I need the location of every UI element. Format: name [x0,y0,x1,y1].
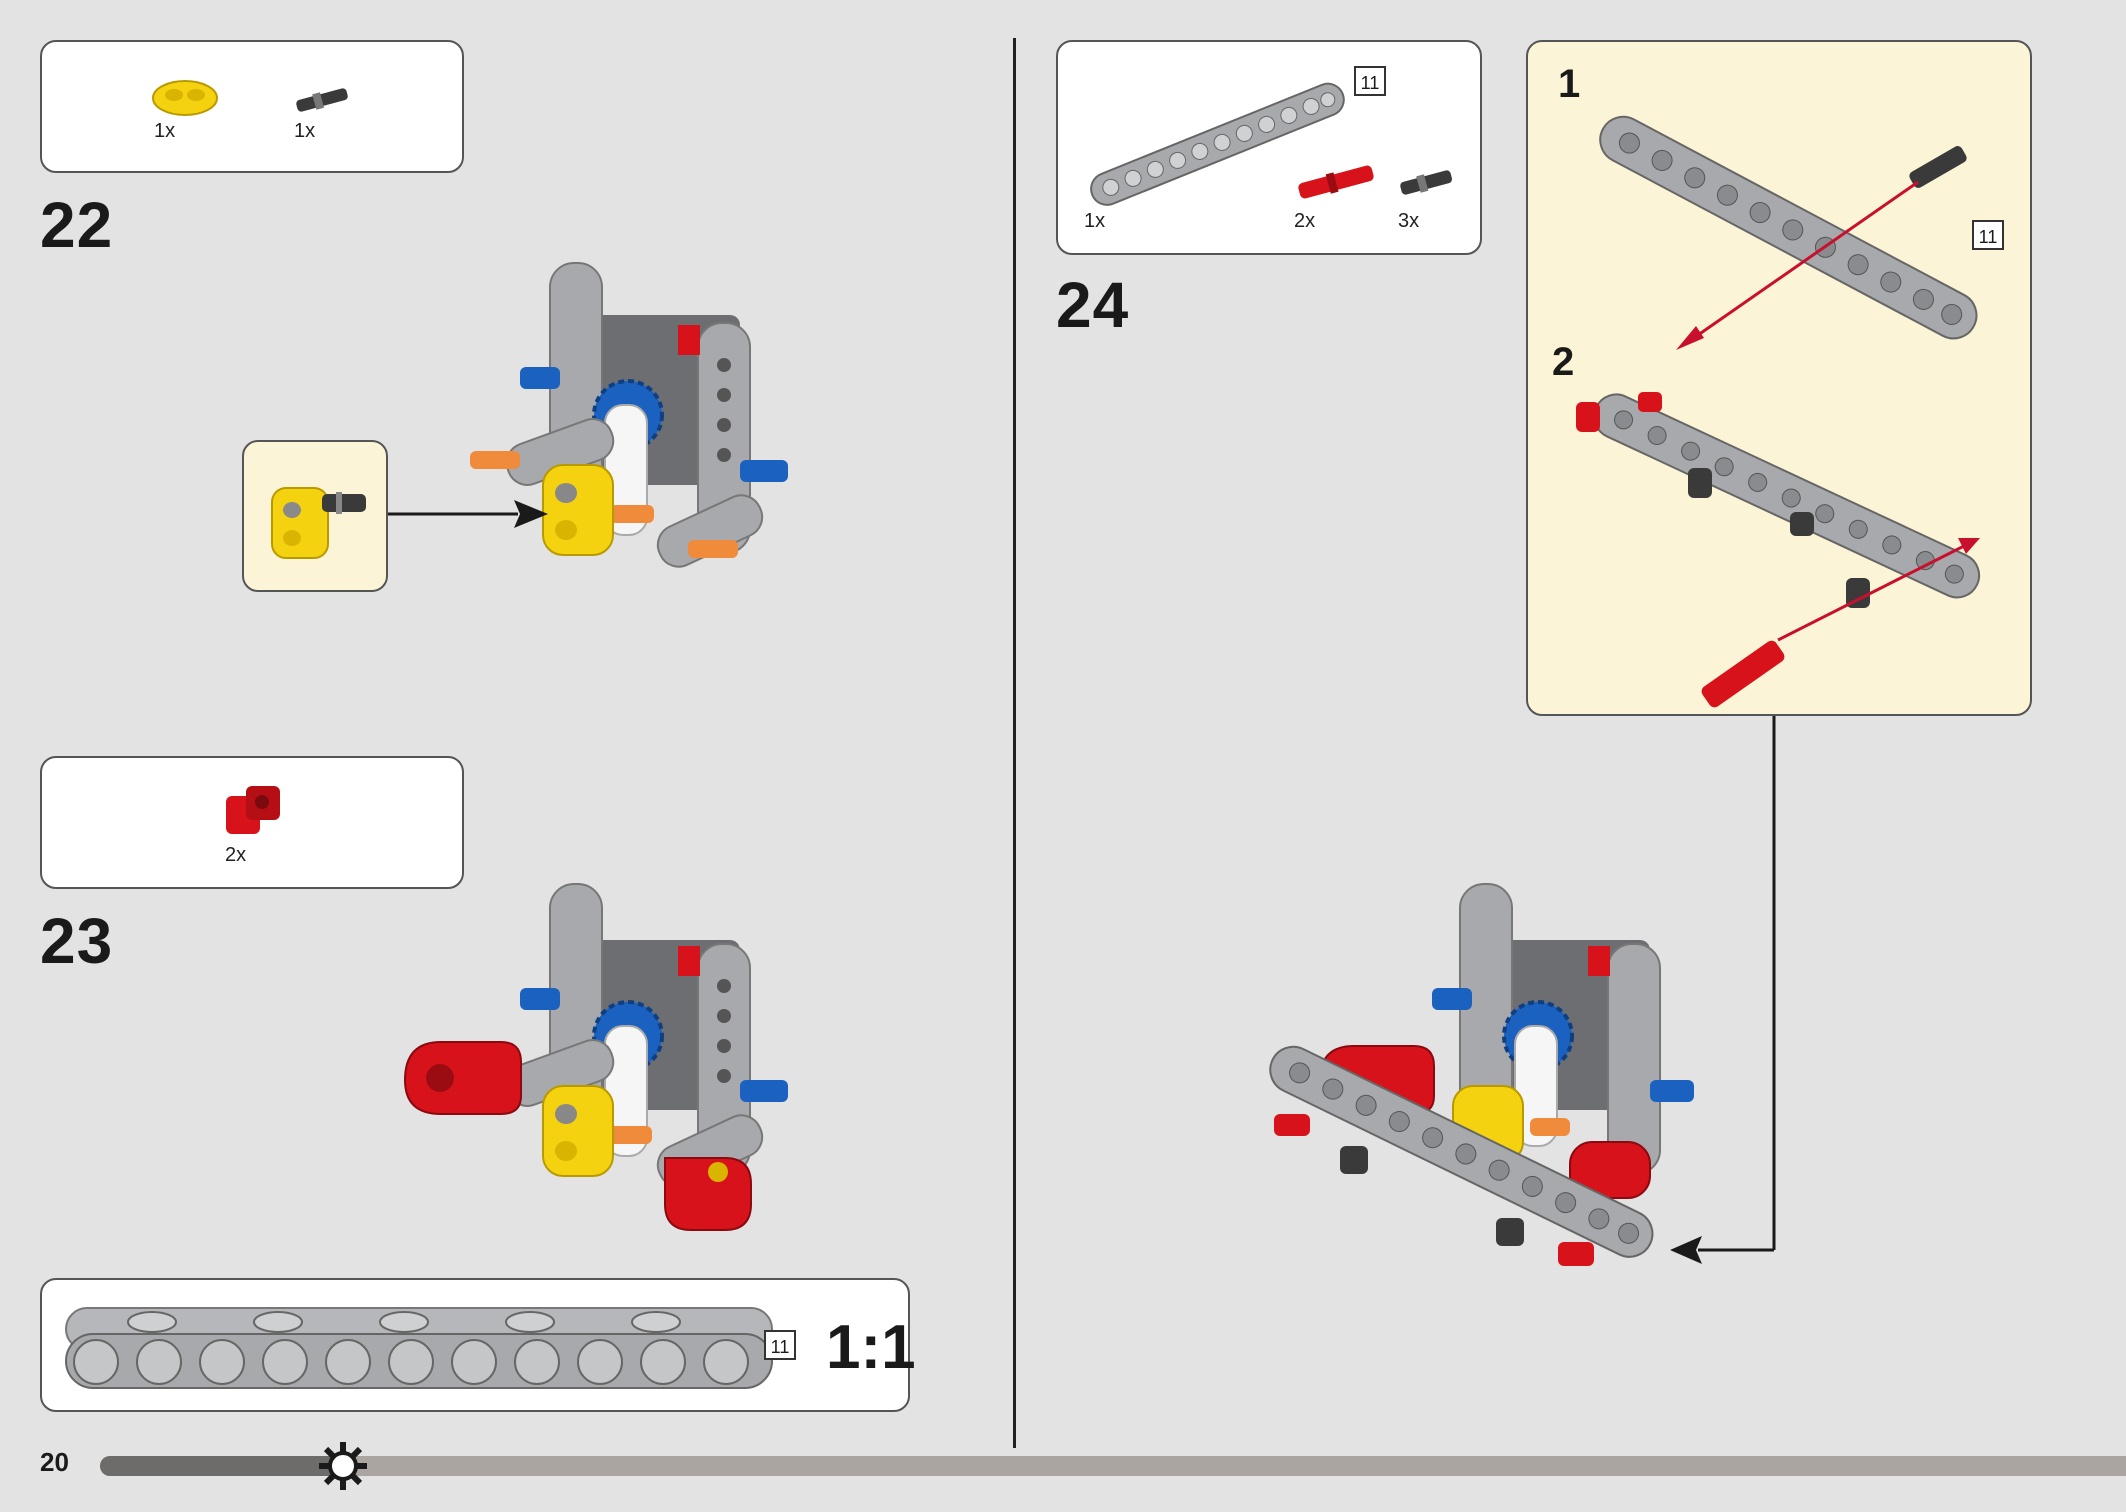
yellow-connector-with-pin-icon [271,487,366,559]
part-qty: 1x [294,120,316,142]
yellow-connector-icon [152,80,218,116]
black-pin-icon [1400,170,1453,195]
gray-beam-11-icon [65,1307,773,1389]
assembly-arrow [388,500,548,528]
part-qty: 1x [154,120,176,142]
progress-bar-fill [100,1456,343,1476]
substep-1-beam [1599,115,1978,350]
parts-list-step-23: 2x [40,756,464,889]
parts-list-step-24: 11 1x 2x 3x [1056,40,1482,255]
part-qty: 2x [225,844,247,866]
gray-beam-11-icon [1090,82,1345,206]
gear-icon [319,1442,367,1490]
substep-2-beam [1576,392,1981,708]
model-assembly-step-22 [470,262,788,568]
scale-ratio: 1:1 [826,1313,916,1382]
scale-ruler-box: 11 1:1 [40,1278,916,1412]
part-qty: 3x [1398,210,1420,232]
part-qty: 1x [1084,210,1106,232]
page-number: 20 [40,1447,69,1477]
red-axle-pin-icon [1298,165,1374,199]
red-angle-connector-icon [226,786,280,834]
model-assembly-step-24 [1269,883,1694,1266]
sub-assembly-callout-22 [242,440,388,592]
substep-number: 2 [1552,340,1575,384]
page-divider [1013,38,1016,1448]
black-pin-icon [296,88,348,112]
part-qty: 2x [1294,210,1316,232]
model-assembly-step-23 [403,883,788,1231]
beam-length-badge: 11 [1972,220,2004,250]
beam-length-badge: 11 [1354,66,1386,96]
beam-length-badge: 11 [764,1330,796,1360]
progress-bar [100,1456,2126,1476]
substep-number: 1 [1558,62,1581,106]
parts-list-step-22: 1x 1x [40,40,464,173]
step-number-23: 23 [40,905,114,977]
sub-assembly-callout-24: 1 11 2 [1526,40,2032,716]
step-number-24: 24 [1056,269,1130,341]
step-number-22: 22 [40,189,114,261]
callout-connector-arrow [1670,716,1776,1264]
